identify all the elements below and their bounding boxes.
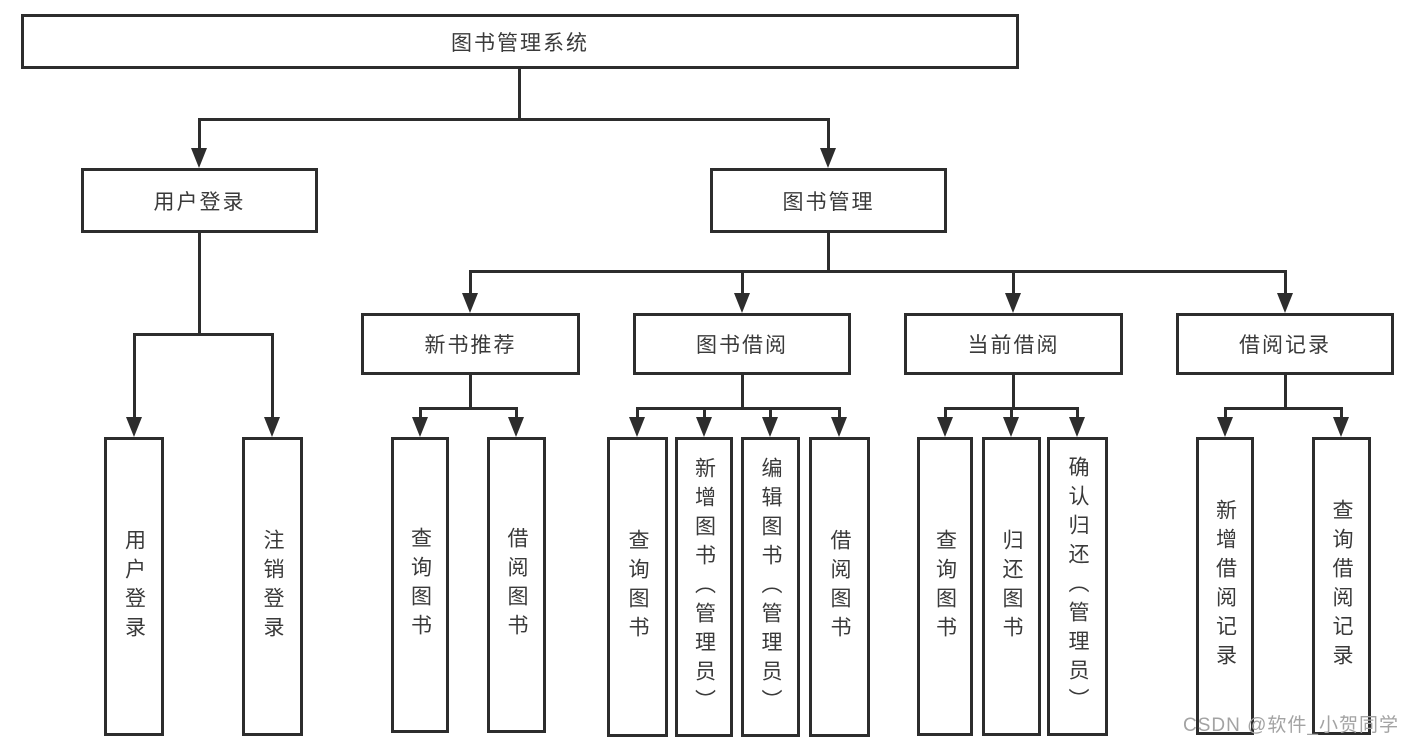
node-leaf-borrow-books-1: 借阅图书 <box>487 437 546 733</box>
edge-cb-child2 <box>1010 407 1013 419</box>
node-leaf-confirm-return-admin: 确认归还（管理员） <box>1047 437 1108 736</box>
edge-book-borrowing-bus <box>636 407 841 410</box>
node-leaf-query-borrow-record: 查询借阅记录 <box>1312 437 1371 735</box>
edge-nbr-child1 <box>419 407 422 419</box>
edge-bb-child1 <box>636 407 639 419</box>
edge-br-child1 <box>1224 407 1227 419</box>
edge-book-borrowing-stem <box>741 375 744 410</box>
node-leaf-query-books-1: 查询图书 <box>391 437 449 733</box>
edge-root-to-user-login <box>198 118 201 150</box>
edge-to-login-leaf <box>133 333 136 419</box>
edge-borrowing-records-bus <box>1224 407 1343 410</box>
arrow-to-logout-leaf <box>264 417 280 437</box>
edge-current-borrowing-stem <box>1012 375 1015 410</box>
edge-root-to-book-management <box>827 118 830 150</box>
node-leaf-query-books-3: 查询图书 <box>917 437 973 736</box>
node-borrowing-records: 借阅记录 <box>1176 313 1394 375</box>
node-leaf-query-books-2: 查询图书 <box>607 437 668 737</box>
arrow-nbr-child2 <box>508 417 524 437</box>
arrow-to-new-book-rec <box>462 293 478 313</box>
arrow-bb-child4 <box>831 417 847 437</box>
node-leaf-return-books: 归还图书 <box>982 437 1041 736</box>
edge-root-stem <box>518 69 521 120</box>
edge-to-new-book-rec <box>469 270 472 295</box>
arrow-br-child2 <box>1333 417 1349 437</box>
edge-bb-child2 <box>703 407 706 419</box>
node-library-management-system: 图书管理系统 <box>21 14 1019 69</box>
edge-to-borrowing-records <box>1284 270 1287 295</box>
arrow-to-login-leaf <box>126 417 142 437</box>
node-leaf-add-borrow-record: 新增借阅记录 <box>1196 437 1254 735</box>
edge-user-login-stem <box>198 233 201 336</box>
node-book-borrowing: 图书借阅 <box>633 313 851 375</box>
arrow-to-book-borrowing <box>734 293 750 313</box>
arrow-cb-child3 <box>1069 417 1085 437</box>
edge-bb-child3 <box>769 407 772 419</box>
node-leaf-user-login: 用户登录 <box>104 437 164 736</box>
node-current-borrowing: 当前借阅 <box>904 313 1123 375</box>
edge-user-login-bus <box>133 333 274 336</box>
arrow-cb-child2 <box>1003 417 1019 437</box>
arrow-to-current-borrowing <box>1005 293 1021 313</box>
arrow-cb-child1 <box>937 417 953 437</box>
csdn-watermark: CSDN @软件_小贺同学 <box>1183 715 1399 736</box>
arrow-bb-child1 <box>629 417 645 437</box>
edge-root-bus <box>198 118 829 121</box>
edge-cb-child1 <box>944 407 947 419</box>
edge-nbr-child2 <box>515 407 518 419</box>
edge-br-child2 <box>1340 407 1343 419</box>
edge-cb-child3 <box>1076 407 1079 419</box>
edge-new-book-rec-bus <box>419 407 518 410</box>
arrow-to-user-login <box>191 148 207 168</box>
arrow-to-borrowing-records <box>1277 293 1293 313</box>
edge-book-mgmt-stem <box>827 233 830 273</box>
node-user-login: 用户登录 <box>81 168 318 233</box>
node-book-management: 图书管理 <box>710 168 947 233</box>
arrow-bb-child3 <box>762 417 778 437</box>
node-leaf-add-books-admin: 新增图书（管理员） <box>675 437 733 737</box>
arrow-bb-child2 <box>696 417 712 437</box>
node-new-book-recommendation: 新书推荐 <box>361 313 580 375</box>
edge-book-mgmt-bus <box>469 270 1286 273</box>
node-leaf-edit-books-admin: 编辑图书（管理员） <box>741 437 800 737</box>
node-leaf-logout: 注销登录 <box>242 437 303 736</box>
arrow-to-book-management <box>820 148 836 168</box>
arrow-br-child1 <box>1217 417 1233 437</box>
edge-to-book-borrowing <box>741 270 744 295</box>
arrow-nbr-child1 <box>412 417 428 437</box>
edge-to-logout-leaf <box>271 333 274 419</box>
edge-borrowing-records-stem <box>1284 375 1287 410</box>
edge-new-book-rec-stem <box>469 375 472 410</box>
edge-bb-child4 <box>838 407 841 419</box>
node-leaf-borrow-books-2: 借阅图书 <box>809 437 870 737</box>
edge-to-current-borrowing <box>1012 270 1015 295</box>
